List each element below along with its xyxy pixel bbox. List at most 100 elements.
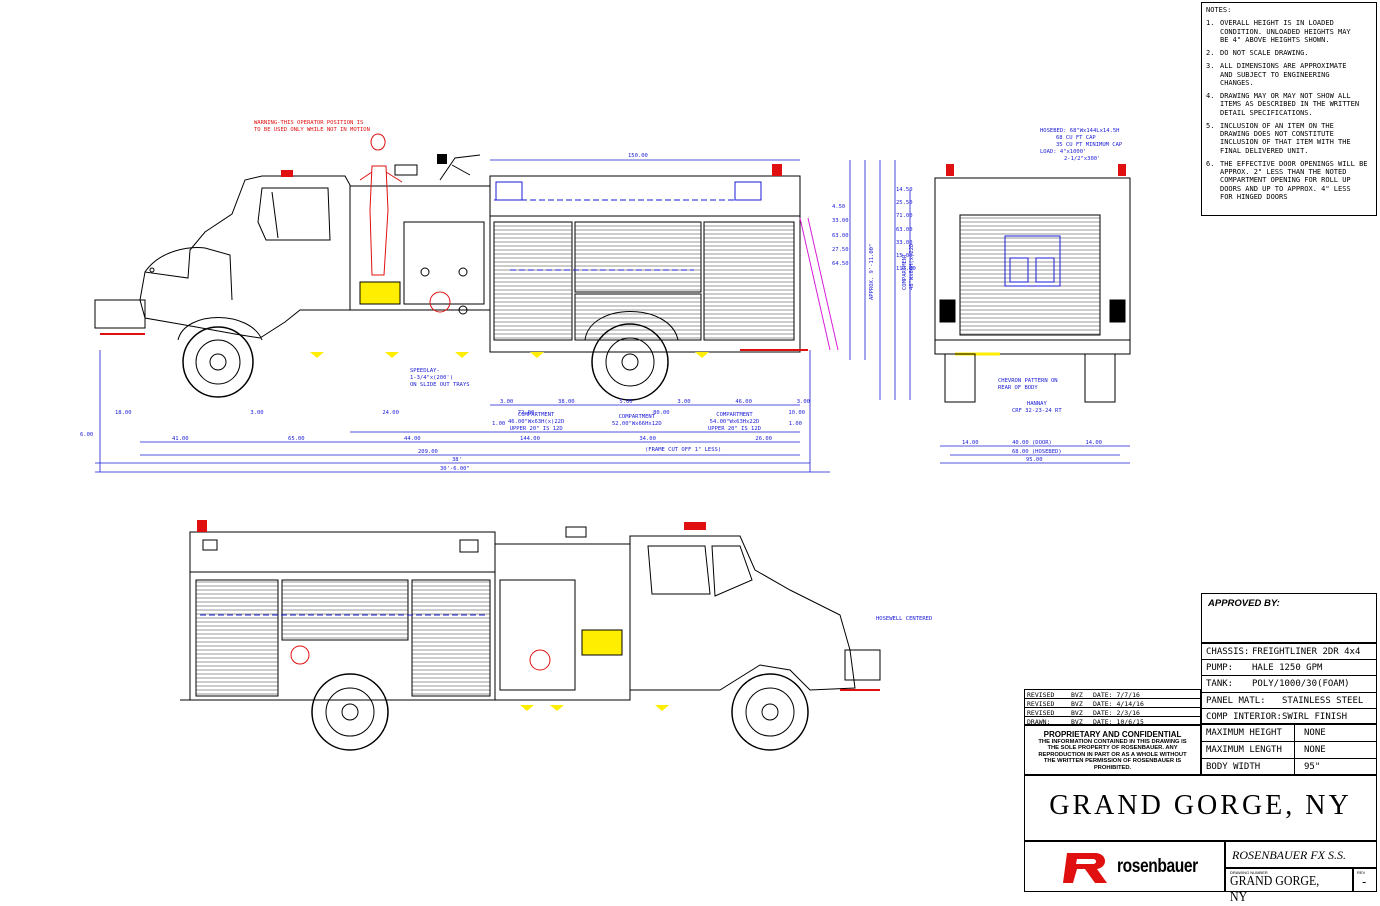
note-item: 2.DO NOT SCALE DRAWING. bbox=[1206, 49, 1372, 57]
hosebed-note: HOSEBED: 68"Wx144Lx14.5H 68 CU FT CAP 35… bbox=[1040, 128, 1122, 162]
note-line: FINAL DELIVERED UNIT. bbox=[1220, 146, 1309, 155]
dim-rear-b: 25.50 bbox=[896, 200, 913, 207]
compartment-2-title: COMPARTMENT bbox=[618, 414, 656, 420]
logo-wordmark: rosenbauer bbox=[1117, 856, 1198, 877]
note-number: 6. bbox=[1206, 159, 1215, 168]
front-wheel-2 bbox=[731, 673, 809, 751]
note-line: OVERALL HEIGHT IS IN LOADED bbox=[1220, 19, 1334, 28]
confidential-line: THE INFORMATION CONTAINED IN THIS DRAWIN… bbox=[1038, 739, 1187, 745]
revision-by: BVZ bbox=[1071, 691, 1083, 699]
spec-label: COMP INTERIOR: bbox=[1206, 711, 1282, 722]
monitor-nozzle bbox=[439, 154, 481, 181]
compartment-3-line-2: UPPER 20" IS 12D bbox=[708, 425, 761, 432]
spec-label: CHASSIS: bbox=[1206, 647, 1250, 657]
dim-rv-e: 64.50 bbox=[832, 261, 849, 268]
customer-name: GRAND GORGE, NY bbox=[1049, 790, 1352, 821]
speedlay-line-2: 1-3/4"x(200') bbox=[410, 374, 454, 381]
revision-kind: DRAWN: bbox=[1027, 718, 1051, 726]
spec-row: PANEL MATL:STAINLESS STEEL bbox=[1202, 693, 1376, 709]
operator-warning-line-2: TO BE USED ONLY WHILE NOT IN MOTION bbox=[254, 126, 370, 133]
notes-heading: NOTES: bbox=[1206, 6, 1232, 14]
rear-ladder bbox=[799, 217, 839, 351]
compartment-3 bbox=[703, 221, 795, 341]
limit-value: NONE bbox=[1304, 728, 1326, 738]
front-wheel bbox=[182, 326, 254, 398]
confidential-line: PROHIBITED. bbox=[1093, 764, 1132, 771]
dim-r1-b: 38.00 bbox=[558, 399, 575, 405]
speedlay-note: SPEEDLAY- 1-3/4"x(200') ON SLIDE OUT TRA… bbox=[410, 368, 470, 389]
note-text: DO NOT SCALE DRAWING. bbox=[1220, 49, 1309, 57]
cab-outline bbox=[139, 175, 351, 339]
hood bbox=[144, 247, 233, 301]
drawing-number-label: DRAWING NUMBER bbox=[1230, 870, 1268, 875]
hannay-line-1: HANNAY bbox=[1026, 401, 1047, 407]
dim-rear-bottom-1: 14.00 40.00 (DOOR) 14.00 bbox=[962, 440, 1102, 446]
note-line: THE EFFECTIVE DOOR OPENINGS WILL BE bbox=[1220, 159, 1368, 168]
dim-rear-bottom-3: 95.00 bbox=[1026, 457, 1043, 463]
spec-row: COMP INTERIOR:SWIRL FINISH bbox=[1202, 709, 1376, 725]
logo-box: rosenbauer bbox=[1024, 841, 1225, 892]
compartment-2-line-1: 52.00"Wx66Hx12D bbox=[612, 420, 662, 427]
hannay-note: HANNAY CRF 32-23-24 RT bbox=[1012, 401, 1062, 415]
hood-grille-dot bbox=[149, 267, 155, 273]
dim-r4-e: 34.00 bbox=[639, 436, 656, 442]
note-number: 1. bbox=[1206, 19, 1215, 28]
spec-label: PUMP: bbox=[1206, 663, 1234, 674]
confidential-line: THE WRITTEN PERMISSION OF ROSENBAUER IS bbox=[1043, 758, 1182, 765]
dim-left: 6.00 bbox=[80, 432, 94, 438]
dim-rv-b: 33.00 bbox=[832, 218, 849, 225]
dim-r3-e: 80.00 bbox=[653, 410, 670, 416]
note-line: INCLUSION OF AN ITEM ON THE bbox=[1220, 121, 1334, 130]
compartment-1-title: COMPARTMENT bbox=[517, 412, 555, 418]
compartment-2 bbox=[574, 221, 702, 293]
dim-row-5: 209.00 bbox=[418, 449, 438, 455]
frame-cutoff-note: (FRAME CUT OFF 1" LESS) bbox=[645, 447, 722, 453]
dim-rb-c: 14.00 bbox=[1085, 440, 1102, 446]
spec-value: FREIGHTLINER 2DR 4x4 bbox=[1252, 647, 1361, 657]
dim-rear-c: 71.00 bbox=[896, 213, 913, 220]
confidential-line: REPRODUCTION IN PART OR AS A WHOLE WITHO… bbox=[1038, 751, 1187, 758]
side-view-officer bbox=[180, 520, 881, 751]
dim-r3-b: 3.00 bbox=[250, 410, 264, 416]
operator-warning-line-1: WARNING-THIS OPERATOR POSITION IS bbox=[254, 120, 364, 126]
dim-row-4: 41.00 65.00 44.00 144.00 34.00 26.00 bbox=[172, 436, 772, 442]
dim-right-vertical: 4.50 33.00 63.00 27.50 64.50 bbox=[832, 200, 849, 271]
revision-by: BVZ bbox=[1071, 718, 1083, 726]
revision-by: BVZ bbox=[1071, 700, 1083, 708]
dim-rb-a: 14.00 bbox=[962, 440, 979, 446]
chevron-line-2: REAR OF BODY bbox=[998, 384, 1038, 391]
cab-window bbox=[257, 187, 331, 241]
dim-rear-g: 113.00 bbox=[896, 266, 916, 273]
spec-value: STAINLESS STEEL bbox=[1282, 695, 1364, 706]
dim-r1-e: 46.00 bbox=[735, 399, 752, 405]
spec-row: CHASSIS:FREIGHTLINER 2DR 4x4 bbox=[1202, 644, 1376, 661]
dim-row-6: 38' bbox=[452, 457, 462, 463]
company-box: ROSENBAUER FX S.S. bbox=[1225, 841, 1377, 868]
customer-box: GRAND GORGE, NY bbox=[1024, 775, 1377, 841]
confidential-text: THE INFORMATION CONTAINED IN THIS DRAWIN… bbox=[1025, 739, 1200, 771]
dim-r3-f: 10.00 bbox=[788, 410, 805, 416]
company-name: ROSENBAUER FX S.S. bbox=[1232, 848, 1346, 862]
hosewell-note: HOSEWELL CENTERED bbox=[876, 616, 933, 622]
limit-label: BODY WIDTH bbox=[1206, 762, 1261, 772]
cab-outline-2 bbox=[629, 535, 856, 691]
dim-r2-b: 1.00 bbox=[788, 421, 802, 427]
dim-r1-a: 3.00 bbox=[500, 399, 514, 405]
dim-rv-c: 63.00 bbox=[832, 232, 849, 239]
compartment-note-3: COMPARTMENT 54.00"Wx63Hx22D UPPER 20" IS… bbox=[708, 412, 761, 433]
rear-wheel bbox=[591, 323, 669, 401]
note-line: COMPARTMENT OPENING FOR ROLL UP bbox=[1220, 176, 1351, 185]
rev-label: REV bbox=[1357, 870, 1366, 875]
dim-rear-e: 33.00 bbox=[896, 239, 913, 246]
dim-rear-d: 63.00 bbox=[896, 226, 913, 233]
